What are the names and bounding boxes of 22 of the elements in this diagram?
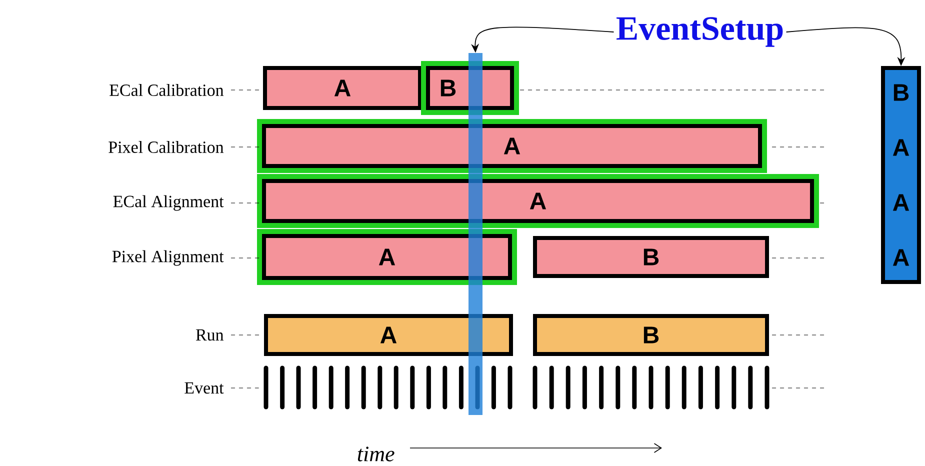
axis-label: time xyxy=(358,446,394,462)
node-label: A xyxy=(378,248,396,266)
row-label: Pixel Alignment xyxy=(112,250,224,266)
row-label: ECal Calibration xyxy=(110,84,224,96)
interval-box: B xyxy=(533,236,769,278)
node-label: A xyxy=(504,138,520,154)
title: EventSetup xyxy=(616,17,783,47)
row-label: Run xyxy=(196,329,224,341)
interval-box: B xyxy=(533,314,769,356)
node-label: A xyxy=(530,192,546,210)
dashed-guide-line xyxy=(230,202,260,204)
row-label: Event xyxy=(184,382,224,394)
row-label: ECal Alignment xyxy=(113,195,224,211)
interval-box: A xyxy=(264,314,513,356)
interval-box: A xyxy=(263,66,422,110)
dashed-guide-line xyxy=(230,146,260,148)
event-ticks-drawing xyxy=(264,366,770,410)
row-label: Pixel Calibration xyxy=(108,141,224,153)
interval-box: A xyxy=(257,229,517,285)
setup-column-box: B A A A xyxy=(881,66,922,284)
interval-box: A xyxy=(257,119,767,173)
time-cursor-bar xyxy=(468,53,482,415)
